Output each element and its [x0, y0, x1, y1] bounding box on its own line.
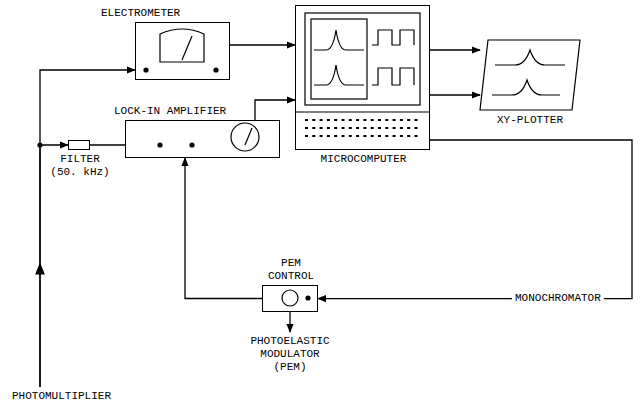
signal-line — [40, 70, 135, 387]
control-knob — [282, 290, 298, 306]
signal-line — [430, 49, 480, 50]
key — [385, 135, 388, 137]
key — [327, 119, 330, 121]
key — [378, 127, 381, 129]
key — [407, 135, 410, 137]
device-name: FILTER (50. kHz) — [45, 153, 115, 179]
terminal — [190, 143, 194, 147]
screen — [305, 13, 420, 105]
signal-line — [90, 144, 125, 145]
key — [371, 127, 374, 129]
meter-needle — [182, 36, 192, 60]
device-label: PHOTOMULTIPLIER — [12, 390, 111, 403]
key — [371, 135, 374, 137]
spectrum-curve — [314, 30, 364, 50]
square-wave — [372, 30, 414, 45]
keyboard-edge — [295, 111, 430, 112]
device-name: MONOCHROMATOR — [515, 292, 601, 305]
signal-line — [40, 145, 68, 387]
terminal — [144, 68, 148, 72]
signal-line — [255, 100, 295, 120]
spectrum-curve — [314, 65, 364, 85]
signal-line — [185, 158, 262, 299]
key — [342, 127, 345, 129]
key — [356, 127, 359, 129]
device-box: FILTER (50. kHz) — [68, 140, 90, 150]
key — [378, 135, 381, 137]
device-box: ELECTROMETER — [135, 22, 230, 80]
signal-line — [289, 312, 290, 332]
key — [327, 127, 330, 129]
key — [385, 127, 388, 129]
key — [363, 135, 366, 137]
key — [320, 119, 323, 121]
key — [342, 119, 345, 121]
device-name: PHOTOMULTIPLIER — [12, 390, 111, 403]
key — [305, 119, 308, 121]
key — [334, 135, 337, 137]
signal-line — [430, 94, 480, 95]
plot-curve — [492, 80, 560, 95]
key — [342, 135, 345, 137]
key — [349, 135, 352, 137]
key — [378, 119, 381, 121]
key — [415, 127, 418, 129]
key — [320, 135, 323, 137]
meter-dial — [160, 29, 204, 62]
device-box: XY-PLOTTER — [480, 40, 580, 110]
screen-window — [311, 19, 367, 99]
terminal — [306, 296, 310, 300]
key — [349, 119, 352, 121]
device-name: ELECTROMETER — [101, 7, 180, 20]
key — [371, 119, 374, 121]
key — [400, 127, 403, 129]
key — [312, 135, 315, 137]
signal-line — [230, 44, 295, 45]
device-label: MONOCHROMATOR — [515, 292, 601, 305]
device-box: PEM CONTROL — [262, 285, 318, 312]
plotter-body — [480, 40, 580, 110]
device-name: MICROCOMPUTER — [296, 153, 431, 166]
signal-line — [318, 298, 512, 299]
device-name: PEM CONTROL — [261, 257, 321, 283]
key — [393, 127, 396, 129]
key — [305, 135, 308, 137]
square-wave — [372, 68, 414, 85]
terminal — [158, 143, 162, 147]
key — [320, 127, 323, 129]
keyboard-keys — [305, 119, 418, 137]
key — [334, 119, 337, 121]
signal-line — [430, 140, 632, 299]
meter-dial — [231, 123, 259, 151]
device-name: XY-PLOTTER — [480, 114, 580, 127]
key — [363, 127, 366, 129]
key — [312, 127, 315, 129]
key — [327, 135, 330, 137]
device-name: PHOTOELASTIC MODULATOR (PEM) — [247, 335, 333, 375]
device-label: PHOTOELASTIC MODULATOR (PEM) — [247, 335, 333, 375]
meter-needle — [245, 128, 252, 145]
key — [356, 135, 359, 137]
key — [415, 135, 418, 137]
terminal — [214, 68, 218, 72]
device-name: LOCK-IN AMPLIFIER — [114, 105, 226, 118]
key — [400, 135, 403, 137]
key — [349, 127, 352, 129]
plot-curve — [495, 50, 565, 65]
device-box: LOCK-IN AMPLIFIER — [125, 120, 280, 158]
key — [363, 119, 366, 121]
key — [393, 135, 396, 137]
key — [356, 119, 359, 121]
key — [415, 119, 418, 121]
key — [393, 119, 396, 121]
key — [305, 127, 308, 129]
device-box: MICROCOMPUTER — [295, 5, 430, 150]
key — [407, 127, 410, 129]
key — [334, 127, 337, 129]
key — [400, 119, 403, 121]
key — [312, 119, 315, 121]
key — [407, 119, 410, 121]
key — [385, 119, 388, 121]
